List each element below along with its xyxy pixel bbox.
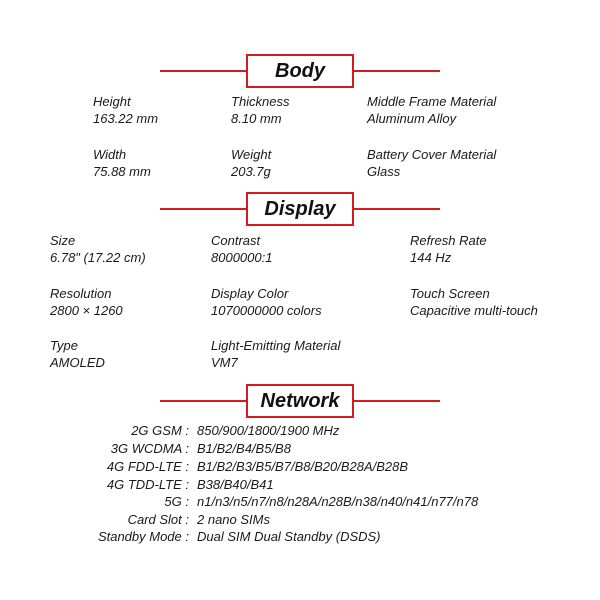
network-label: Standby Mode : [97,529,189,544]
network-row-3g-wcdma: 3G WCDMA : B1/B2/B4/B5/B8 [0,441,600,459]
spec-label: Display Color [211,286,289,301]
network-value: 850/900/1800/1900 MHz [197,423,340,438]
network-section-header: Network [0,384,600,418]
spec-label: Type [50,338,78,353]
spec-value: 203.7g [231,164,271,179]
spec-value: 75.88 mm [93,164,151,179]
spec-value: 144 Hz [410,250,452,265]
spec-display-color: Display Color 1070000000 colors [211,285,322,319]
spec-touch-screen: Touch Screen Capacitive multi-touch [410,285,538,319]
body-section-header: Body [0,54,600,88]
spec-refresh-rate: Refresh Rate 144 Hz [410,232,487,266]
spec-middle-frame-material: Middle Frame Material Aluminum Alloy [367,93,496,127]
header-rule-right [340,208,440,210]
spec-value: Glass [367,164,401,179]
display-section-title: Display [246,192,354,226]
network-value: 2 nano SIMs [197,512,270,527]
spec-label: Refresh Rate [410,233,487,248]
network-row-standby-mode: Standby Mode : Dual SIM Dual Standby (DS… [0,529,600,547]
body-section-title: Body [246,54,354,88]
display-section-header: Display [0,192,600,226]
spec-battery-cover-material: Battery Cover Material Glass [367,146,496,180]
spec-light-emitting-material: Light-Emitting Material VM7 [211,337,340,371]
spec-label: Size [50,233,76,248]
spec-label: Resolution [50,286,112,301]
header-rule-right [340,70,440,72]
network-row-5g: 5G : n1/n3/n5/n7/n8/n28A/n28B/n38/n40/n4… [0,494,600,512]
header-rule-right [340,400,440,402]
spec-value: 8000000:1 [211,250,273,265]
network-label: Card Slot : [127,512,189,527]
spec-value: Aluminum Alloy [367,111,457,126]
spec-size: Size 6.78" (17.22 cm) [50,232,146,266]
spec-value: Capacitive multi-touch [410,303,538,318]
spec-value: 6.78" (17.22 cm) [50,250,146,265]
spec-value: 1070000000 colors [211,303,322,318]
network-row-4g-tdd-lte: 4G TDD-LTE : B38/B40/B41 [0,477,600,495]
network-label: 4G FDD-LTE : [106,459,189,474]
header-rule-left [160,70,260,72]
spec-label: Weight [231,147,272,162]
spec-label: Light-Emitting Material [211,338,341,353]
network-label: 5G : [164,494,189,509]
network-section-title: Network [246,384,354,418]
spec-weight: Weight 203.7g [231,146,271,180]
spec-value: VM7 [211,355,238,370]
spec-label: Battery Cover Material [367,147,497,162]
network-label: 2G GSM : [131,423,189,438]
spec-label: Contrast [211,233,261,248]
spec-value: 8.10 mm [231,111,282,126]
header-rule-left [160,208,260,210]
spec-label: Height [93,94,131,109]
spec-type: Type AMOLED [50,337,105,371]
network-value: B1/B2/B3/B5/B7/B8/B20/B28A/B28B [197,459,409,474]
spec-value: AMOLED [50,355,105,370]
network-value: B38/B40/B41 [197,477,274,492]
network-row-2g-gsm: 2G GSM : 850/900/1800/1900 MHz [0,423,600,441]
spec-contrast: Contrast 8000000:1 [211,232,272,266]
network-label: 3G WCDMA : [110,441,189,456]
spec-thickness: Thickness 8.10 mm [231,93,290,127]
network-value: Dual SIM Dual Standby (DSDS) [197,529,381,544]
network-value: B1/B2/B4/B5/B8 [197,441,291,456]
network-value: n1/n3/n5/n7/n8/n28A/n28B/n38/n40/n41/n77… [197,494,479,509]
header-rule-left [160,400,260,402]
spec-width: Width 75.88 mm [93,146,151,180]
spec-height: Height 163.22 mm [93,93,158,127]
spec-label: Touch Screen [410,286,490,301]
network-row-4g-fdd-lte: 4G FDD-LTE : B1/B2/B3/B5/B7/B8/B20/B28A/… [0,459,600,477]
network-label: 4G TDD-LTE : [106,477,189,492]
spec-value: 163.22 mm [93,111,159,126]
spec-label: Thickness [231,94,290,109]
spec-resolution: Resolution 2800 × 1260 [50,285,123,319]
spec-value: 2800 × 1260 [50,303,123,318]
spec-label: Middle Frame Material [367,94,497,109]
spec-label: Width [93,147,127,162]
network-row-card-slot: Card Slot : 2 nano SIMs [0,512,600,530]
